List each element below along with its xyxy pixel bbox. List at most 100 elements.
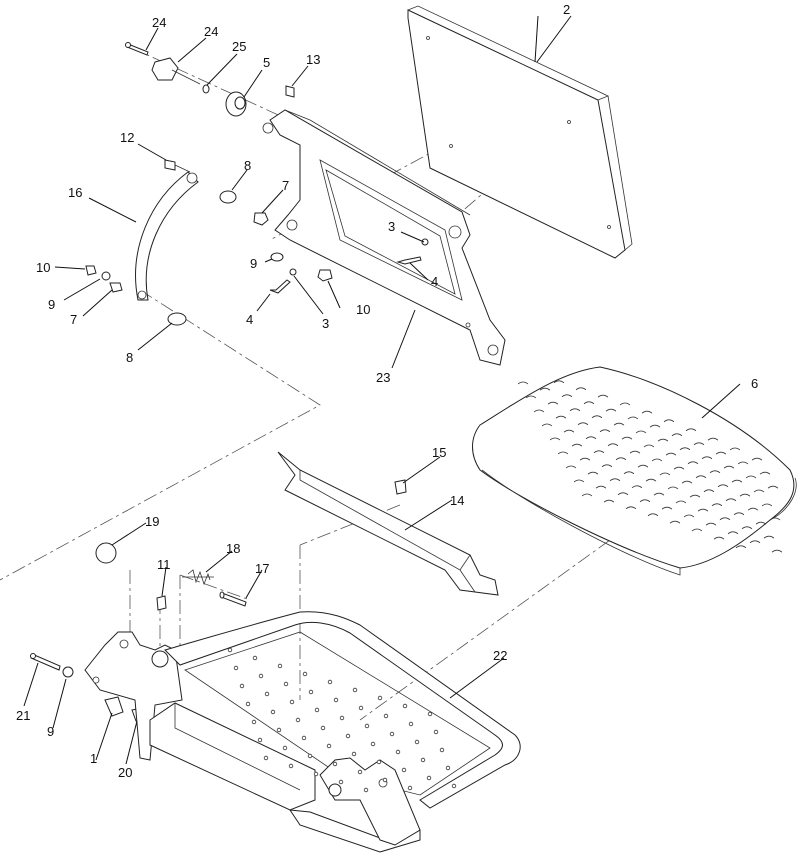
tread-mark <box>751 457 763 461</box>
callout-17: 17 <box>255 561 269 576</box>
callout-10-left: 10 <box>36 260 50 275</box>
tread-mark <box>605 408 617 412</box>
basket-hole <box>282 745 288 751</box>
basket-hole <box>301 735 307 741</box>
tread-mark <box>737 461 749 465</box>
tread-mark <box>663 419 675 423</box>
basket-hole <box>264 691 270 697</box>
basket-hole <box>295 717 301 723</box>
callout-13: 13 <box>306 52 320 67</box>
tread-mark <box>613 422 625 426</box>
callout-11: 11 <box>157 557 171 572</box>
basket-hole <box>233 665 239 671</box>
frame-part-22 <box>84 611 521 853</box>
tread-mark <box>577 422 589 426</box>
tread-mark <box>661 506 673 510</box>
callout-9-left: 9 <box>48 297 55 312</box>
tread-mark <box>733 512 745 516</box>
callout-9-base: 9 <box>47 724 54 739</box>
tread-mark <box>695 475 707 479</box>
tread-mark <box>539 387 551 391</box>
tread-mark <box>653 492 665 496</box>
basket-hole <box>332 761 338 767</box>
tread-mark <box>705 522 717 526</box>
tread-mark <box>601 464 613 468</box>
basket-hole <box>363 787 369 793</box>
tread-mark <box>673 466 685 470</box>
basket-hole <box>383 713 389 719</box>
callout-19: 19 <box>145 514 159 529</box>
basket-hole <box>370 741 376 747</box>
tread-mark <box>715 451 727 455</box>
basket-hole <box>433 729 439 735</box>
tread-mark <box>579 457 591 461</box>
basket-hole <box>401 767 407 773</box>
tread-mark <box>581 493 593 497</box>
tread-mark <box>729 447 741 451</box>
callout-21: 21 <box>16 708 30 723</box>
callout-16: 16 <box>68 185 82 200</box>
callout-3-right: 3 <box>388 219 395 234</box>
basket-hole <box>352 687 358 693</box>
tread-mark <box>571 443 583 447</box>
basket-hole <box>426 775 432 781</box>
tread-mark <box>587 471 599 475</box>
callout-6: 6 <box>751 376 758 391</box>
basket-hole <box>227 647 233 653</box>
basket-hole <box>357 769 363 775</box>
tread-mark <box>725 498 737 502</box>
tread-mark <box>533 409 545 413</box>
tread-mark <box>713 536 725 540</box>
basket-hole <box>364 723 370 729</box>
callout-1: 1 <box>90 751 97 766</box>
tread-mark <box>643 444 655 448</box>
tread-mark <box>691 528 703 532</box>
callout-14: 14 <box>450 493 464 508</box>
tread-mark <box>553 380 565 384</box>
tread-mark <box>761 503 773 507</box>
tread-mark <box>565 465 577 469</box>
callout-18: 18 <box>226 541 240 556</box>
tread-mark <box>549 437 561 441</box>
basket-hole <box>289 699 295 705</box>
basket-hole <box>288 763 294 769</box>
tread-mark <box>689 494 701 498</box>
tread-mark <box>629 450 641 454</box>
tread-mark <box>649 424 661 428</box>
basket-hole <box>408 721 414 727</box>
tread-mark <box>561 394 573 398</box>
tread-mark <box>709 470 721 474</box>
callout-7-left: 7 <box>70 312 77 327</box>
callout-4-center: 4 <box>246 312 253 327</box>
basket-hole <box>270 709 276 715</box>
tread-mark <box>575 387 587 391</box>
tread-mark <box>759 471 771 475</box>
hardware-top <box>85 42 429 326</box>
tread-mark <box>637 464 649 468</box>
callout-9-center: 9 <box>250 256 257 271</box>
basket-hole <box>245 701 251 707</box>
tread-mark <box>547 401 559 405</box>
callout-8-top: 8 <box>244 158 251 173</box>
tread-mark <box>755 521 767 525</box>
basket-hole <box>376 759 382 765</box>
tread-mark <box>657 438 669 442</box>
basket-hole <box>307 753 313 759</box>
callout-25: 25 <box>232 39 246 54</box>
basket-hole <box>389 731 395 737</box>
tread-mark <box>711 503 723 507</box>
basket-hole <box>427 711 433 717</box>
tread-mark <box>617 492 629 496</box>
tread-mark <box>641 410 653 414</box>
tread-mark <box>753 489 765 493</box>
tread-mark <box>603 499 615 503</box>
mount-plate-part-23 <box>262 109 506 366</box>
basket-hole <box>414 739 420 745</box>
basket-hole <box>351 751 357 757</box>
tread-mark <box>563 429 575 433</box>
tread-mark <box>607 443 619 447</box>
tread-mark <box>701 456 713 460</box>
tread-mark <box>595 485 607 489</box>
tread-mark <box>623 471 635 475</box>
